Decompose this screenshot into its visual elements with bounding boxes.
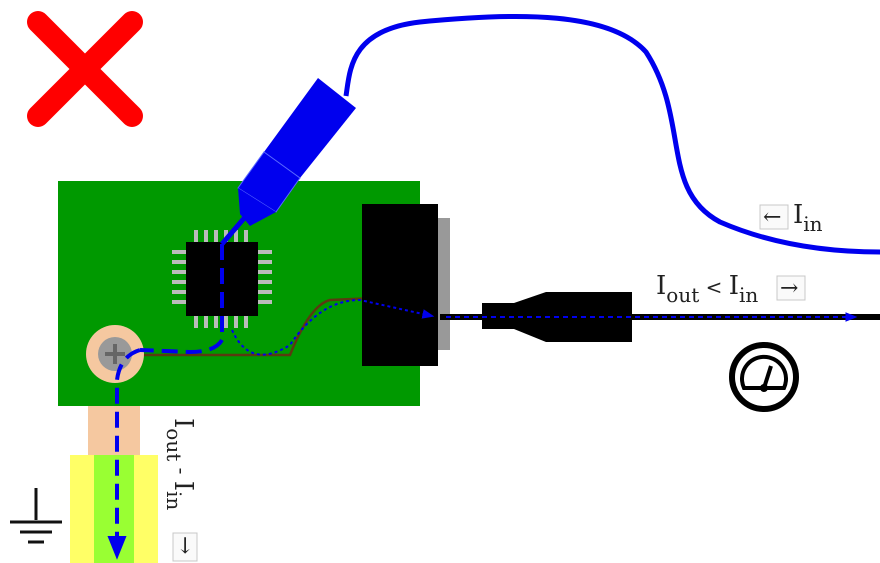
- ground-strap: [70, 400, 158, 563]
- screw-pad: [86, 325, 144, 383]
- svg-text:→: →: [780, 276, 798, 301]
- svg-text:→: →: [172, 536, 197, 554]
- pcb-trace: [140, 296, 376, 357]
- label-iin: ← Iin: [759, 200, 823, 236]
- label-iout-lt-iin: Iout < Iin →: [656, 271, 806, 307]
- label-ground-current: Iout - Iin →: [162, 418, 198, 562]
- board-connector: [362, 204, 450, 366]
- svg-text:Iout < Iin: Iout < Iin: [656, 271, 758, 307]
- ground-symbol-icon: [10, 488, 62, 544]
- current-flow: [107, 244, 858, 560]
- probe: [220, 78, 356, 246]
- gauge-icon: [729, 342, 799, 412]
- cross-icon: [27, 11, 143, 127]
- svg-text:Iout - Iin: Iout - Iin: [162, 418, 198, 510]
- svg-text:Iin: Iin: [793, 200, 823, 236]
- svg-text:←: ←: [763, 205, 781, 230]
- probe-cable: [343, 13, 880, 255]
